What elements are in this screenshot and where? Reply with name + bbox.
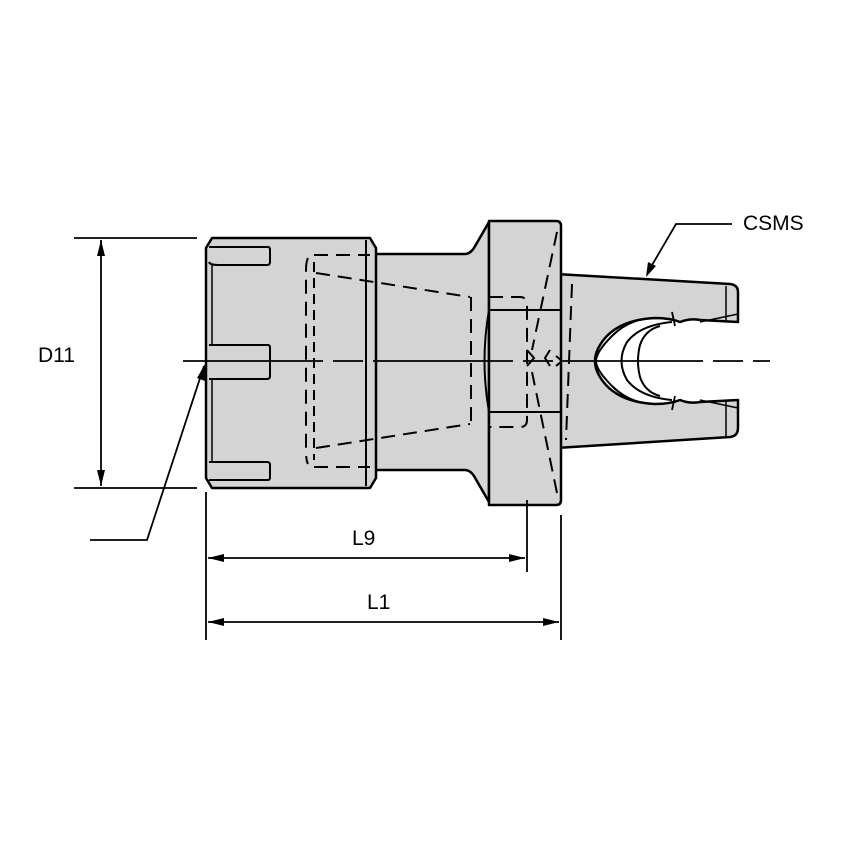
label-csms: CSMS	[743, 212, 804, 235]
label-d11: D11	[38, 344, 75, 367]
dimension-d11	[74, 237, 197, 489]
label-l1: L1	[367, 591, 391, 614]
flange	[487, 219, 563, 507]
nose-leader	[90, 364, 205, 541]
dimension-l9	[205, 492, 528, 640]
body-neck	[368, 220, 491, 504]
dimension-l1	[208, 515, 562, 640]
csms-shank	[554, 272, 740, 450]
csms-leader	[646, 223, 732, 277]
collet-nut	[204, 236, 378, 490]
label-l9: L9	[352, 527, 376, 550]
